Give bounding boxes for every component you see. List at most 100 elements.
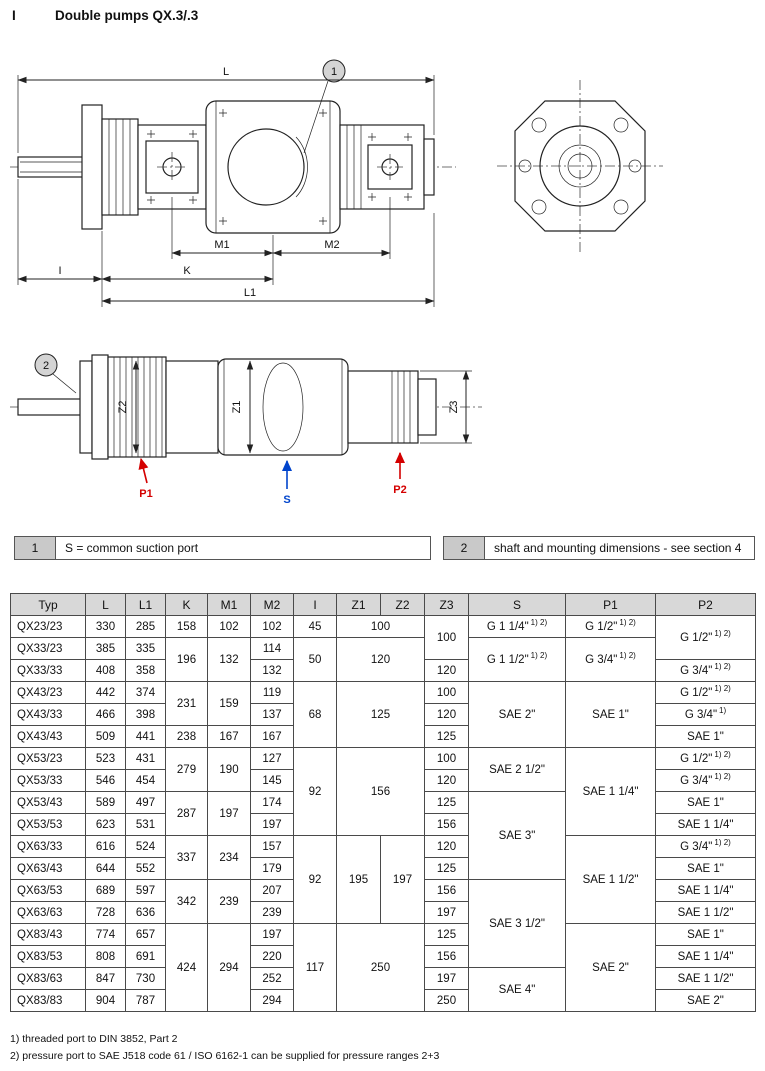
table-cell: 524 — [125, 835, 166, 858]
table-cell: G 3/4"1) 2) — [655, 659, 756, 682]
table-cell: 285 — [125, 615, 166, 638]
table-cell: SAE 1" — [655, 923, 756, 946]
table-cell: G 1 1/2"1) 2) — [468, 637, 566, 682]
table-cell: G 1/2"1) 2) — [655, 615, 756, 660]
table-cell: SAE 2 1/2" — [468, 747, 566, 792]
table-cell: SAE 1" — [655, 791, 756, 814]
dimension-lines: Z2 Z1 Z3 — [117, 360, 472, 454]
table-cell: 197 — [424, 967, 469, 990]
table-cell: 552 — [125, 857, 166, 880]
table-cell: 342 — [165, 879, 208, 924]
table-cell: 117 — [293, 923, 337, 1012]
table-cell: 156 — [424, 879, 469, 902]
table-cell: 157 — [250, 835, 294, 858]
port-label-S: S — [283, 494, 290, 506]
note-2: 2 shaft and mounting dimensions - see se… — [443, 536, 755, 560]
callout-2-number: 2 — [43, 360, 49, 372]
table-cell: 589 — [85, 791, 126, 814]
table-cell: 239 — [250, 901, 294, 924]
callout-2-circle — [34, 353, 58, 377]
note-1-number: 1 — [14, 536, 56, 560]
table-cell: 50 — [293, 637, 337, 682]
table-cell: SAE 3" — [468, 791, 566, 880]
bolt-marks — [219, 109, 327, 225]
table-cell: 120 — [424, 835, 469, 858]
table-cell: 730 — [125, 967, 166, 990]
table-cell: 197 — [250, 813, 294, 836]
table-cell: 294 — [250, 989, 294, 1012]
note-2-number: 2 — [443, 536, 485, 560]
pilot-circle — [539, 125, 621, 207]
table-cell: 636 — [125, 901, 166, 924]
table-cell: 120 — [424, 703, 469, 726]
column-header: P2 — [655, 593, 756, 616]
cell-typ: QX43/23 — [10, 681, 86, 704]
table-cell: SAE 2" — [655, 989, 756, 1012]
suction-chamber — [262, 362, 304, 452]
table-cell: G 3/4"1) 2) — [655, 769, 756, 792]
table-cell: SAE 4" — [468, 967, 566, 1012]
table-cell: 159 — [207, 681, 251, 726]
table-cell: SAE 2" — [565, 923, 656, 1012]
table-cell: 728 — [85, 901, 126, 924]
table-cell: SAE 3 1/2" — [468, 879, 566, 968]
table-cell: 102 — [207, 615, 251, 638]
table-cell: SAE 1 1/4" — [655, 945, 756, 968]
column-header: Z3 — [424, 593, 469, 616]
table-cell: 68 — [293, 681, 337, 748]
port-label-P2: P2 — [393, 484, 406, 496]
table-cell: G 3/4"1) — [655, 703, 756, 726]
column-header: S — [468, 593, 566, 616]
table-cell: 239 — [207, 879, 251, 924]
table-cell: 137 — [250, 703, 294, 726]
table-cell: 100 — [424, 681, 469, 704]
table-cell: 904 — [85, 989, 126, 1012]
table-cell: 623 — [85, 813, 126, 836]
bolt-hole — [628, 159, 642, 173]
table-cell: 398 — [125, 703, 166, 726]
dim-label-Z3: Z3 — [448, 401, 460, 414]
table-cell: 156 — [336, 747, 425, 836]
table-cell: 531 — [125, 813, 166, 836]
table-cell: 509 — [85, 725, 126, 748]
dim-label-Z2: Z2 — [117, 401, 129, 414]
flange-outline — [514, 100, 646, 232]
cell-typ: QX53/43 — [10, 791, 86, 814]
column-header: Z2 — [380, 593, 425, 616]
table-cell: 616 — [85, 835, 126, 858]
table-cell: 167 — [250, 725, 294, 748]
table-cell: 125 — [336, 681, 425, 748]
table-cell: 408 — [85, 659, 126, 682]
table-cell: 385 — [85, 637, 126, 660]
cell-typ: QX83/43 — [10, 923, 86, 946]
table-cell: 330 — [85, 615, 126, 638]
table-cell: 250 — [424, 989, 469, 1012]
footnote-2: 2) pressure port to SAE J518 code 61 / I… — [10, 1050, 440, 1062]
table-cell: SAE 1 1/4" — [655, 879, 756, 902]
dim-label-M1: M1 — [214, 239, 229, 251]
table-cell: 497 — [125, 791, 166, 814]
table-cell: 100 — [424, 615, 469, 660]
pump-top-view-drawing: 2 Z2 Z1 Z3 P1 S P2 — [10, 353, 482, 506]
column-header: L1 — [125, 593, 166, 616]
cell-typ: QX43/43 — [10, 725, 86, 748]
table-cell: 279 — [165, 747, 208, 792]
table-cell: 120 — [336, 637, 425, 682]
dim-label-K: K — [183, 265, 191, 277]
pump-body-side — [17, 100, 435, 234]
note-1-text: S = common suction port — [56, 536, 431, 560]
pump-body-top — [17, 354, 437, 460]
table-cell: 92 — [293, 835, 337, 924]
table-cell: 120 — [424, 659, 469, 682]
table-cell: 127 — [250, 747, 294, 770]
table-cell: 787 — [125, 989, 166, 1012]
table-cell: SAE 1 1/2" — [565, 835, 656, 924]
table-cell: 197 — [380, 835, 425, 924]
table-cell: 287 — [165, 791, 208, 836]
